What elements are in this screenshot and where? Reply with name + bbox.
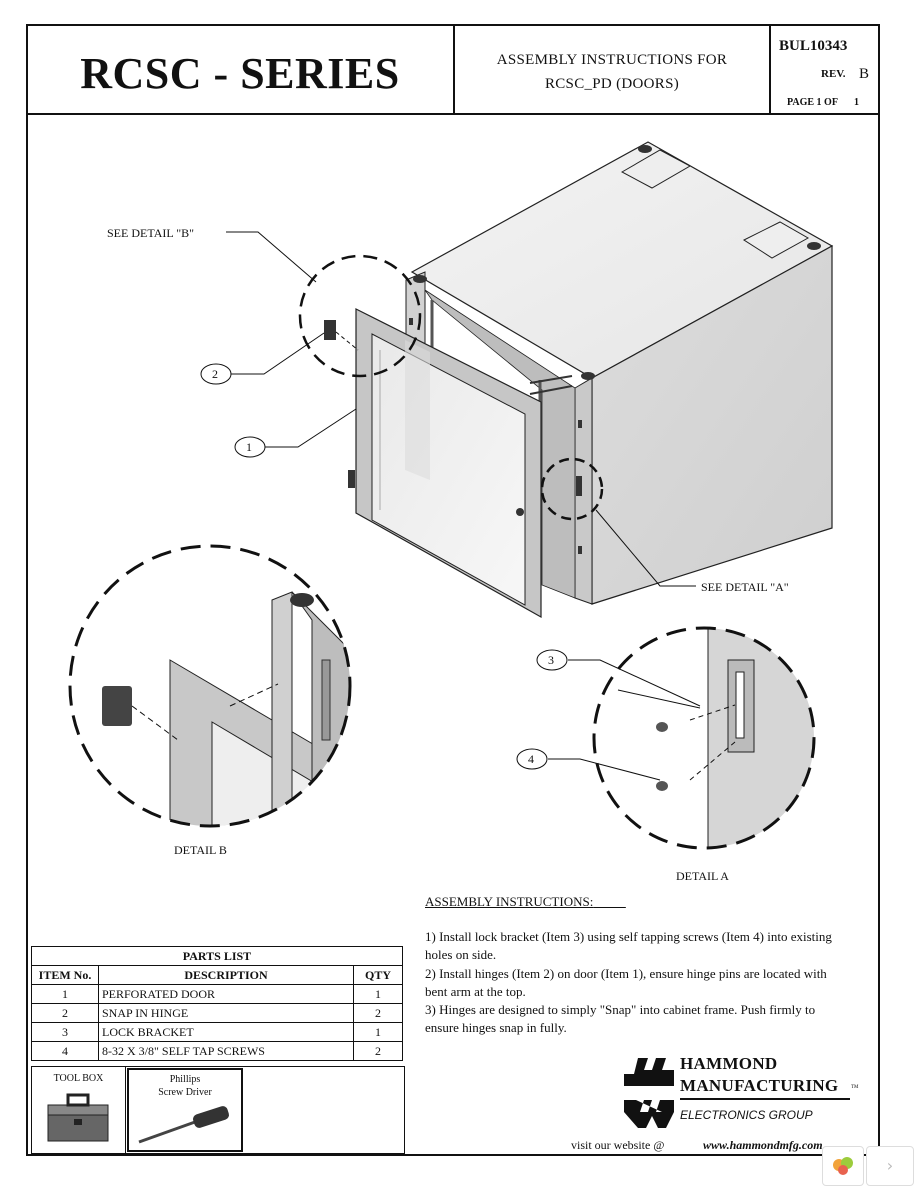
instructions-heading-text: ASSEMBLY INSTRUCTIONS:	[425, 894, 594, 909]
callout-2	[200, 363, 232, 385]
toolbox-icon	[47, 1093, 109, 1142]
callout-4	[516, 748, 548, 770]
header-divider	[26, 113, 880, 115]
item-description: LOCK BRACKET	[98, 1022, 354, 1042]
header-divider-v2	[769, 24, 771, 114]
callout-1	[234, 436, 266, 458]
website-link[interactable]: www.hammondmfg.com	[703, 1138, 823, 1152]
item-no: 3	[31, 1022, 99, 1042]
item-qty: 1	[353, 1022, 403, 1042]
screwdriver-label-1: Phillips	[169, 1074, 201, 1085]
rev-value: B	[859, 66, 870, 82]
page-label: PAGE 1 OF	[787, 97, 838, 108]
company-name-line2: MANUFACTURING	[680, 1076, 839, 1095]
instruction-step-3: 3) Hinges are designed to simply "Snap" …	[425, 1002, 816, 1036]
detail-a-caption: DETAIL A	[676, 869, 729, 883]
trademark-mark: TM	[851, 1085, 859, 1090]
toolbox-cell: TOOL BOX	[32, 1067, 126, 1153]
assembly-title: ASSEMBLY INSTRUCTIONS FOR RCSC_PD (DOORS…	[456, 48, 768, 96]
next-page-button[interactable]: ›	[866, 1146, 914, 1186]
assembly-title-line1: ASSEMBLY INSTRUCTIONS FOR	[496, 52, 728, 68]
detail-b-caption: DETAIL B	[174, 843, 227, 857]
assembly-title-line2: RCSC_PD (DOORS)	[544, 76, 680, 92]
parts-list-title: PARTS LIST	[31, 946, 403, 966]
rev-label: REV.	[821, 68, 846, 80]
instruction-step-2: 2) Install hinges (Item 2) on door (Item…	[425, 965, 827, 999]
series-title: RCSC - SERIES	[80, 49, 400, 98]
see-detail-a-label: SEE DETAIL "A"	[701, 580, 789, 594]
table-row: 2 SNAP IN HINGE 2	[31, 1003, 403, 1023]
parts-list-table: PARTS LIST ITEM No. DESCRIPTION QTY 1 PE…	[31, 946, 403, 1061]
item-qty: 2	[353, 1041, 403, 1061]
item-description: PERFORATED DOOR	[98, 984, 354, 1004]
cabinet	[405, 141, 834, 605]
callout-4-text: 4	[528, 752, 534, 766]
bulletin-number: BUL10343	[779, 38, 848, 54]
col-description: DESCRIPTION	[98, 965, 354, 985]
item-qty: 1	[353, 984, 403, 1004]
item-no: 4	[31, 1041, 99, 1061]
table-row: 3 LOCK BRACKET 1	[31, 1022, 403, 1042]
see-detail-b-label: SEE DETAIL "B"	[107, 226, 195, 240]
table-row: 1 PERFORATED DOOR 1	[31, 984, 403, 1004]
viewer-logo-icon	[833, 1157, 853, 1175]
detail-a-view	[592, 626, 816, 850]
instruction-step-1: 1) Install lock bracket (Item 3) using s…	[425, 929, 832, 963]
callout-3	[536, 649, 568, 671]
company-name-line1: HAMMOND	[680, 1054, 778, 1073]
item-description: 8-32 X 3/8" SELF TAP SCREWS	[98, 1041, 354, 1061]
screwdriver-icon	[138, 1106, 229, 1144]
hammond-logo-icon	[624, 1058, 674, 1128]
item-qty: 2	[353, 1003, 403, 1023]
chevron-right-icon: ›	[886, 1156, 894, 1175]
col-item-no: ITEM No.	[31, 965, 99, 985]
toolbox-label: TOOL BOX	[53, 1073, 104, 1084]
callout-1-text: 1	[246, 440, 252, 454]
item-no: 2	[31, 1003, 99, 1023]
tools-box: TOOL BOX Phillips Screw Driver	[31, 1066, 405, 1154]
table-row: 4 8-32 X 3/8" SELF TAP SCREWS 2	[31, 1041, 403, 1061]
page-total: 1	[854, 97, 859, 108]
website-label: visit our website @	[571, 1138, 665, 1152]
company-group: ELECTRONICS GROUP	[680, 1108, 813, 1122]
screwdriver-cell: Phillips Screw Driver	[127, 1068, 243, 1152]
detail-b-marker	[298, 254, 422, 378]
callout-2-text: 2	[212, 367, 218, 381]
item-no: 1	[31, 984, 99, 1004]
instructions-body: 1) Install lock bracket (Item 3) using s…	[425, 928, 845, 1038]
col-qty: QTY	[353, 965, 403, 985]
item-description: SNAP IN HINGE	[98, 1003, 354, 1023]
viewer-logo-badge	[822, 1146, 864, 1186]
header-divider-v1	[453, 24, 455, 114]
assembly-drawing	[68, 141, 834, 850]
instructions-heading: ASSEMBLY INSTRUCTIONS:	[425, 894, 626, 910]
screwdriver-label-2: Screw Driver	[158, 1087, 212, 1098]
callout-3-text: 3	[548, 653, 554, 667]
hinge-small	[324, 320, 359, 351]
perforated-door	[348, 308, 542, 619]
detail-a-marker	[540, 457, 604, 521]
company-rule	[680, 1098, 850, 1100]
